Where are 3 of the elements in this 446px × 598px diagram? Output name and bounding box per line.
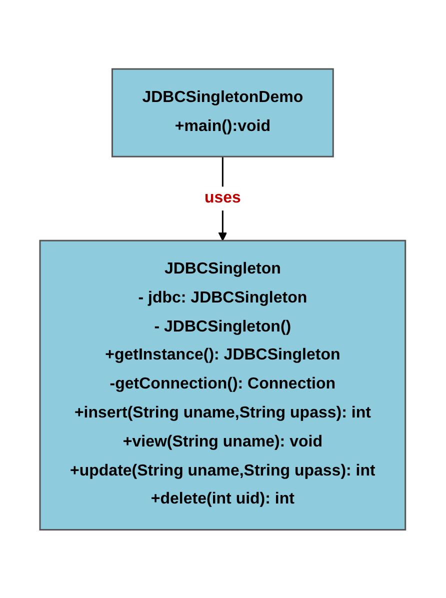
node-box: JDBCSingletonDemo +main():void xyxy=(112,68,334,157)
edge-label: uses xyxy=(204,189,242,206)
node-box: JDBCSingleton - jdbc: JDBCSingleton - JDBCSingleton() +getInstance(): JDBCSingleton -getConnection(): Connection +insert(String uname,String upass): int +view(String uname): void +update(String uname,String upass): int +delete(int uid): int xyxy=(40,239,406,530)
